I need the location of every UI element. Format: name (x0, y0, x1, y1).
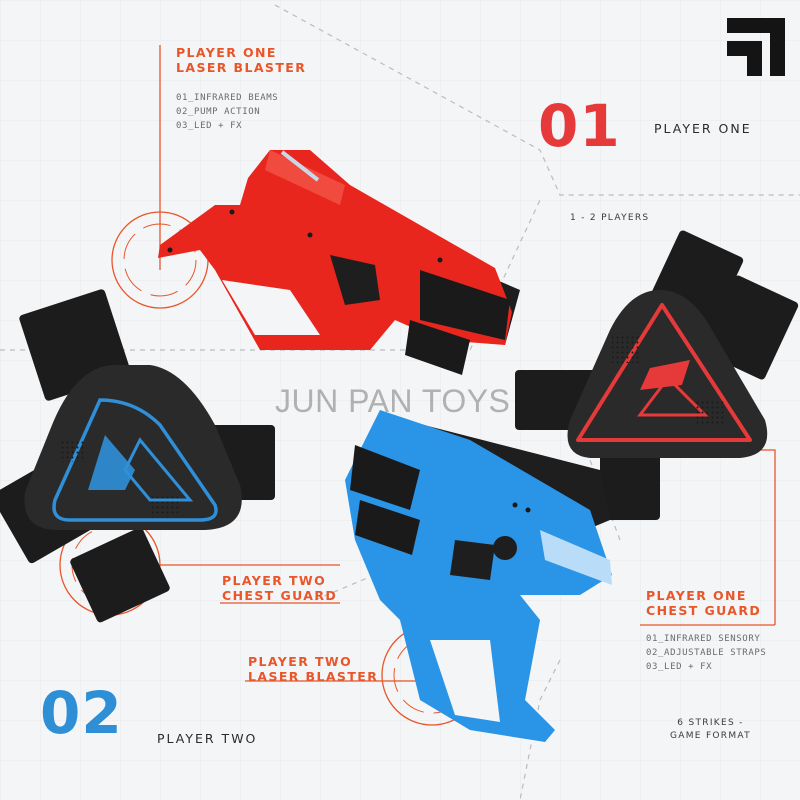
player-two-laser-blaster (345, 410, 612, 742)
player-two-number: 02 (40, 679, 123, 747)
player-one-number: 01 (538, 92, 621, 160)
spec-item: 03_LED + FX (176, 121, 243, 131)
player-one-blaster-title: PLAYER ONE LASER BLASTER (176, 45, 306, 75)
player-two-label: PLAYER TWO (157, 731, 258, 746)
spec-item: 02_PUMP ACTION (176, 107, 261, 117)
player-two-blaster-title-1: PLAYER TWO (248, 654, 353, 669)
player-one-blaster-specs: 01_INFRARED BEAMS 02_PUMP ACTION 03_LED … (176, 91, 278, 133)
brand-corner-mark-icon (727, 18, 785, 76)
player-one-laser-blaster (158, 150, 520, 375)
player-one-blaster-title-2: LASER BLASTER (176, 60, 307, 75)
player-one-chest-guard-title-1: PLAYER ONE (646, 588, 747, 603)
player-two-blaster-title-2: LASER BLASTER (248, 669, 379, 684)
spec-item: 01_INFRARED BEAMS (176, 93, 279, 103)
game-format: 6 STRIKES - GAME FORMAT (670, 717, 751, 743)
player-one-label: PLAYER ONE (654, 121, 752, 136)
game-format-line-1: 6 STRIKES - (677, 718, 744, 728)
watermark: JUN PAN TOYS (275, 383, 511, 419)
player-two-chest-guard (0, 289, 275, 623)
game-format-line-2: GAME FORMAT (670, 731, 751, 741)
player-one-blaster-title-1: PLAYER ONE (176, 45, 277, 60)
player-two-blaster-title: PLAYER TWO LASER BLASTER (248, 654, 378, 684)
player-one-chest-guard-specs: 01_INFRARED SENSORY 02_ADJUSTABLE STRAPS… (646, 632, 766, 674)
player-two-chest-guard-title-1: PLAYER TWO (222, 573, 327, 588)
player-one-chest-guard-title-2: CHEST GUARD (646, 603, 762, 618)
player-one-chest-guard (515, 230, 799, 520)
spec-item: 01_INFRARED SENSORY (646, 634, 761, 644)
player-one-chest-guard-title: PLAYER ONE CHEST GUARD (646, 588, 761, 618)
spec-item: 03_LED + FX (646, 662, 713, 672)
player-two-chest-guard-title-2: CHEST GUARD (222, 588, 338, 603)
player-two-chest-guard-title: PLAYER TWO CHEST GUARD (222, 573, 337, 603)
spec-item: 02_ADJUSTABLE STRAPS (646, 648, 767, 658)
players-count: 1 - 2 PLAYERS (570, 213, 650, 223)
